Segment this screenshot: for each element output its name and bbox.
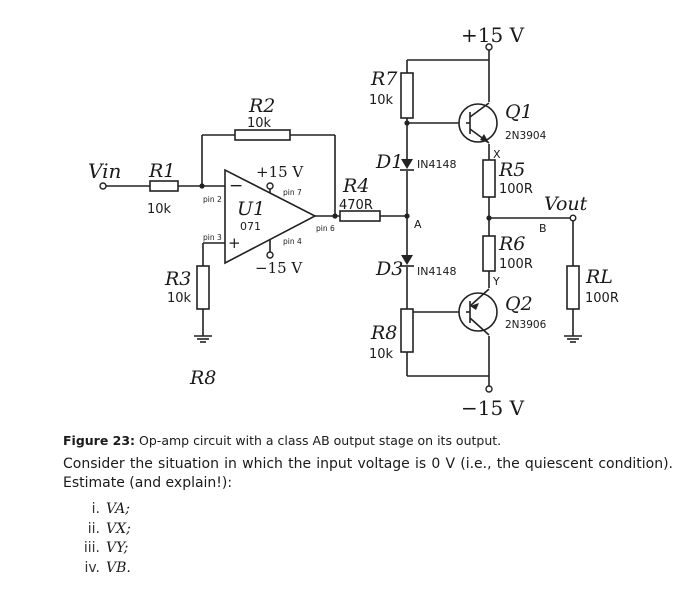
q2-part: 2N3906 bbox=[505, 319, 547, 331]
r8-name: R8 bbox=[370, 322, 397, 344]
r7-name: R7 bbox=[370, 68, 398, 90]
r5-value: 100R bbox=[499, 182, 533, 197]
r1-value: 10k bbox=[147, 202, 172, 217]
resistor-r7 bbox=[400, 72, 414, 119]
pin3-label: pin 3 bbox=[203, 233, 222, 242]
q1-part: 2N3904 bbox=[505, 130, 547, 142]
node-a-label: A bbox=[414, 218, 422, 231]
diode-d3 bbox=[400, 255, 414, 267]
resistor-r4 bbox=[339, 210, 381, 222]
supply-minus15-label: −15 V bbox=[461, 396, 525, 420]
list-item: i.VA; bbox=[91, 501, 130, 517]
resistor-r1 bbox=[149, 180, 179, 192]
r8-value: 10k bbox=[369, 347, 394, 362]
wires bbox=[106, 50, 574, 386]
transistor-q1 bbox=[458, 102, 498, 144]
d3-part: IN4148 bbox=[417, 265, 456, 278]
r4-name: R4 bbox=[342, 175, 369, 197]
pin2-label: pin 2 bbox=[203, 195, 222, 204]
vin-terminal bbox=[99, 182, 107, 190]
opamp-plus15-label: +15 V bbox=[256, 163, 304, 181]
opamp-u1 bbox=[224, 168, 317, 265]
pin7-label: pin 7 bbox=[283, 188, 302, 197]
plus15-terminal bbox=[485, 43, 493, 51]
d1-name: D1 bbox=[375, 151, 403, 173]
resistor-r6 bbox=[482, 235, 496, 272]
r5-name: R5 bbox=[498, 159, 525, 181]
opamp-noninverting-sign: + bbox=[228, 234, 241, 252]
question-text: Consider the situation in which the inpu… bbox=[63, 456, 673, 491]
vin-label: Vin bbox=[88, 159, 121, 183]
r6-name: R6 bbox=[498, 233, 525, 255]
rl-name: RL bbox=[585, 266, 613, 288]
u1-name: U1 bbox=[237, 198, 265, 220]
ground-icon bbox=[564, 335, 582, 343]
r6-value: 100R bbox=[499, 257, 533, 272]
r2-name: R2 bbox=[248, 95, 275, 117]
list-item: iv.VB. bbox=[84, 559, 131, 576]
circuit-labels: +15 V −15 V Vin Vout R1 10k R2 10k R3 10… bbox=[88, 23, 619, 420]
figure-caption-label: Figure 23: bbox=[63, 433, 136, 448]
r4-value: 470R bbox=[339, 198, 373, 213]
minus15-terminal bbox=[485, 385, 493, 393]
r3-value: 10k bbox=[167, 291, 192, 306]
ground-symbols bbox=[194, 335, 582, 343]
ground-icon bbox=[194, 335, 212, 343]
resistor-rl bbox=[566, 265, 580, 310]
supply-plus15-label: +15 V bbox=[461, 23, 525, 47]
resistor-r3 bbox=[196, 265, 210, 310]
list-item: iii.VY; bbox=[83, 540, 129, 556]
figure-caption: Figure 23: Op-amp circuit with a class A… bbox=[63, 433, 501, 448]
q2-name: Q2 bbox=[505, 293, 533, 315]
pin6-label: pin 6 bbox=[316, 224, 335, 233]
rl-value: 100R bbox=[585, 291, 619, 306]
circuit-schematic: +15 V −15 V Vin Vout R1 10k R2 10k R3 10… bbox=[88, 23, 619, 420]
r2-value: 10k bbox=[247, 116, 272, 131]
transistor-q2 bbox=[458, 288, 498, 336]
r7-value: 10k bbox=[369, 93, 394, 108]
resistor-r5 bbox=[482, 159, 496, 198]
r1-name: R1 bbox=[148, 160, 175, 182]
r3-name: R3 bbox=[164, 268, 191, 290]
d3-name: D3 bbox=[375, 258, 403, 280]
u1-part: 071 bbox=[240, 220, 261, 233]
node-x-label: X bbox=[493, 148, 501, 161]
resistors bbox=[149, 72, 580, 353]
list-item: ii.VX; bbox=[87, 520, 131, 537]
q1-name: Q1 bbox=[505, 101, 533, 123]
resistor-r2 bbox=[234, 129, 291, 141]
node-y-label: Y bbox=[492, 275, 500, 288]
node-b-label: B bbox=[539, 222, 547, 235]
vout-terminal bbox=[569, 214, 577, 222]
opamp-inverting-sign: − bbox=[229, 176, 243, 196]
diode-d1 bbox=[400, 159, 414, 171]
resistor-r8 bbox=[400, 308, 414, 353]
figure-caption-text: Op-amp circuit with a class AB output st… bbox=[135, 433, 502, 448]
question-list: i.VA; ii.VX; iii.VY; iv.VB. bbox=[70, 500, 131, 578]
pin4-label: pin 4 bbox=[283, 237, 302, 246]
opamp-minus15-label: −15 V bbox=[255, 259, 303, 277]
r8-extra-label: R8 bbox=[189, 367, 216, 389]
d1-part: IN4148 bbox=[417, 158, 456, 171]
vout-label: Vout bbox=[544, 193, 588, 215]
